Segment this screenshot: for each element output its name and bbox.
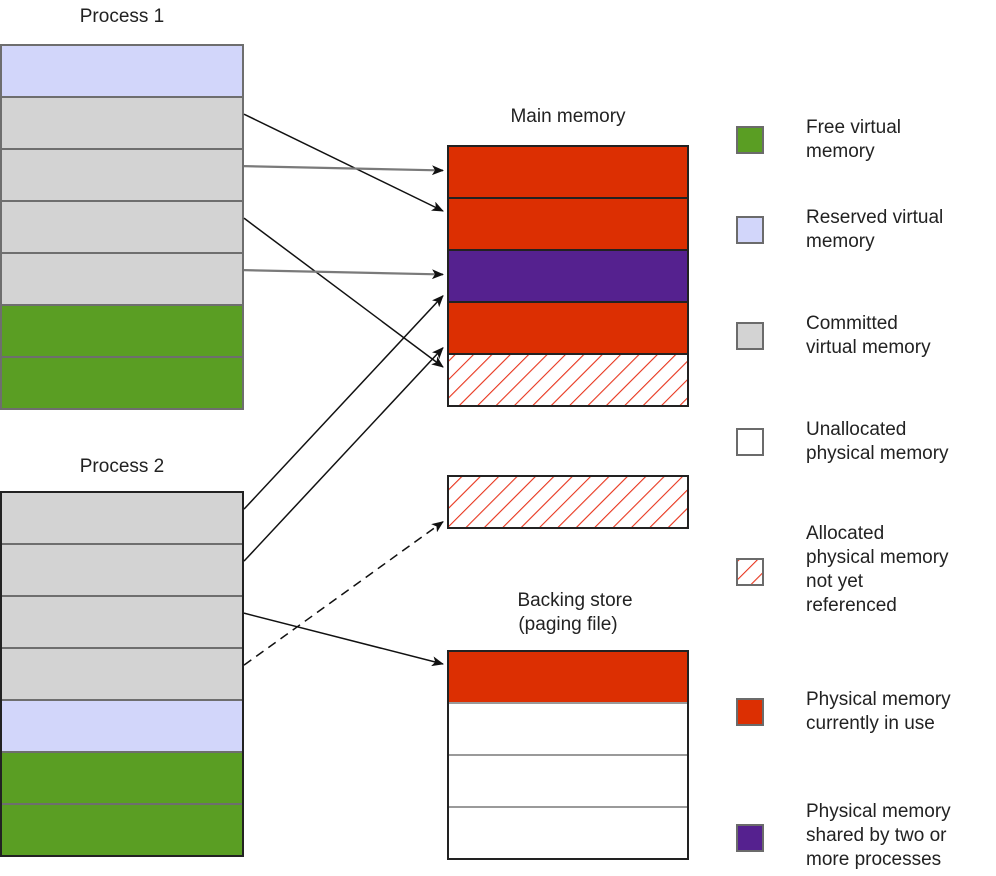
process2-virtual-memory — [0, 491, 244, 857]
process2-block-committed-virtual — [0, 647, 244, 701]
legend-line: Physical memory — [806, 689, 951, 710]
legend-line: Unallocated — [806, 419, 907, 440]
process1-block-committed-virtual — [0, 148, 244, 202]
main-memory-block-allocated-not-referenced — [447, 353, 689, 407]
green-square-icon — [736, 126, 764, 154]
backing-store-block-unallocated-physical — [447, 754, 689, 808]
legend-line: Committed — [806, 313, 898, 334]
detached-page-outline — [447, 475, 689, 529]
backing-store-title: Backing store — [517, 590, 632, 611]
legend-line: currently in use — [806, 713, 935, 734]
legend-line: more processes — [806, 849, 942, 870]
process1-block-free-virtual — [0, 356, 244, 410]
legend-label-committed-virtual: Committed virtual memory — [806, 312, 931, 360]
process1-block-committed-virtual — [0, 200, 244, 254]
process2-outline — [0, 491, 244, 857]
process2-block-committed-virtual — [0, 543, 244, 597]
red-square-icon — [736, 698, 764, 726]
backing-store — [447, 650, 689, 860]
backing-store-outline — [447, 650, 689, 860]
main-memory-block-shared — [447, 249, 689, 303]
mapping-arrow-process2-3-to-detached-page-0 — [243, 521, 444, 666]
legend-line: physical memory — [806, 443, 949, 464]
process2-title: Process 2 — [80, 456, 164, 477]
main-memory-outline — [447, 145, 689, 407]
legend-line: physical memory — [806, 547, 949, 568]
mapping-arrow-process1-3-to-main-memory-4 — [243, 217, 444, 368]
main-memory-block-in-use — [447, 197, 689, 251]
legend-line: referenced — [806, 595, 897, 616]
legend-line: memory — [806, 231, 875, 252]
legend-line: Free virtual — [806, 117, 902, 138]
white-square-icon — [736, 428, 764, 456]
backing-store-subtitle: (paging file) — [518, 614, 617, 635]
backing-store-block-unallocated-physical — [447, 702, 689, 756]
main-memory — [447, 145, 689, 407]
legend-label-reserved-virtual: Reserved virtual memory — [806, 206, 943, 254]
gray-square-icon — [736, 322, 764, 350]
legend-line: virtual memory — [806, 337, 931, 358]
legend-label-allocated-not-referenced: Allocated physical memory not yet reference… — [806, 522, 949, 618]
main-memory-block-in-use — [447, 301, 689, 355]
detached-page-block-allocated-not-referenced — [447, 475, 689, 529]
process2-block-reserved-virtual — [0, 699, 244, 753]
mapping-arrow-process2-2-to-backing-store-0 — [243, 612, 444, 667]
hatched-square-icon — [736, 558, 764, 586]
process1-title: Process 1 — [80, 6, 164, 27]
process1-block-free-virtual — [0, 304, 244, 358]
purple-square-icon — [736, 824, 764, 852]
mapping-arrow-process2-1-to-main-memory-3 — [243, 347, 444, 562]
mapping-arrow-process2-0-to-main-memory-2 — [243, 295, 444, 510]
process2-block-committed-virtual — [0, 595, 244, 649]
page-mapping-arrows — [243, 113, 444, 667]
lavender-square-icon — [736, 216, 764, 244]
legend-line: shared by two or — [806, 825, 947, 846]
legend-line: not yet — [806, 571, 864, 592]
process1-outline — [0, 44, 244, 410]
process1-block-committed-virtual — [0, 252, 244, 306]
legend-label-shared: Physical memory shared by two or more proc… — [806, 800, 951, 872]
standalone-physical-page — [447, 475, 689, 529]
backing-store-block-in-use — [447, 650, 689, 704]
legend-label-in-use: Physical memory currently in use — [806, 688, 951, 736]
mapping-arrow-process1-2-to-main-memory-0 — [243, 165, 444, 176]
mapping-arrow-process1-4-to-main-memory-2 — [243, 269, 444, 280]
legend-line: Reserved virtual — [806, 207, 944, 228]
process1-block-committed-virtual — [0, 96, 244, 150]
process1-block-reserved-virtual — [0, 44, 244, 98]
backing-store-block-unallocated-physical — [447, 806, 689, 860]
process2-block-free-virtual — [0, 751, 244, 805]
process1-virtual-memory — [0, 44, 244, 410]
main-memory-block-in-use — [447, 145, 689, 199]
process2-block-free-virtual — [0, 803, 244, 857]
legend-line: Allocated — [806, 523, 885, 544]
legend-label-unallocated-physical: Unallocated physical memory — [806, 418, 949, 466]
mapping-arrow-process1-1-to-main-memory-1 — [243, 113, 444, 212]
legend-label-free-virtual: Free virtual memory — [806, 116, 901, 164]
legend-line: Physical memory — [806, 801, 951, 822]
legend-line: memory — [806, 141, 875, 162]
process2-block-committed-virtual — [0, 491, 244, 545]
main-memory-title: Main memory — [510, 106, 626, 127]
